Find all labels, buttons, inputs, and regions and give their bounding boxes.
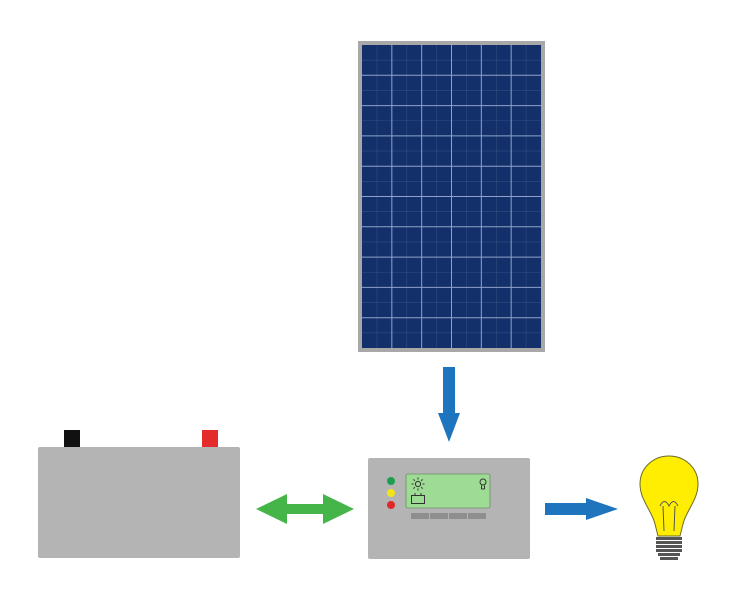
solar-panel-grid xyxy=(362,45,541,348)
controller-buttons xyxy=(411,513,486,519)
bulb-base-ring xyxy=(656,545,682,548)
status-led-red xyxy=(387,501,395,509)
controller-display xyxy=(405,473,491,509)
arrow-right-head xyxy=(586,498,618,520)
lightbulb-small-icon xyxy=(479,478,487,490)
charge-controller-icon xyxy=(368,458,530,559)
bulb-base xyxy=(656,537,682,560)
arrow-right-shaft xyxy=(545,503,587,515)
battery-negative-terminal xyxy=(64,430,80,447)
battery-icon xyxy=(38,430,240,558)
battery-positive-terminal xyxy=(202,430,218,447)
bulb-base-ring xyxy=(660,557,678,560)
solar-panel-icon xyxy=(358,41,545,352)
arrow-battery-controller-bidirectional xyxy=(256,494,354,524)
arrow-down-head xyxy=(438,413,460,442)
bulb-base-ring xyxy=(656,549,682,552)
status-led-yellow xyxy=(387,489,395,497)
arrow-controller-to-lamp xyxy=(545,498,618,520)
lightbulb-icon xyxy=(639,455,699,560)
sun-icon xyxy=(411,477,425,491)
bulb-base-ring xyxy=(656,541,682,544)
bulb-base-ring xyxy=(656,537,682,540)
arrow-bidirectional xyxy=(256,494,354,524)
battery-body xyxy=(38,447,240,558)
battery-outline-icon xyxy=(411,493,425,504)
bulb-filament xyxy=(659,501,679,532)
controller-button xyxy=(449,513,467,519)
bulb-base-ring xyxy=(658,553,680,556)
status-led-green xyxy=(387,477,395,485)
arrow-down-shaft xyxy=(443,367,455,414)
controller-button xyxy=(430,513,448,519)
bulb-glass xyxy=(639,455,699,537)
controller-button xyxy=(411,513,429,519)
controller-button xyxy=(468,513,486,519)
arrow-panel-to-controller xyxy=(438,367,460,442)
